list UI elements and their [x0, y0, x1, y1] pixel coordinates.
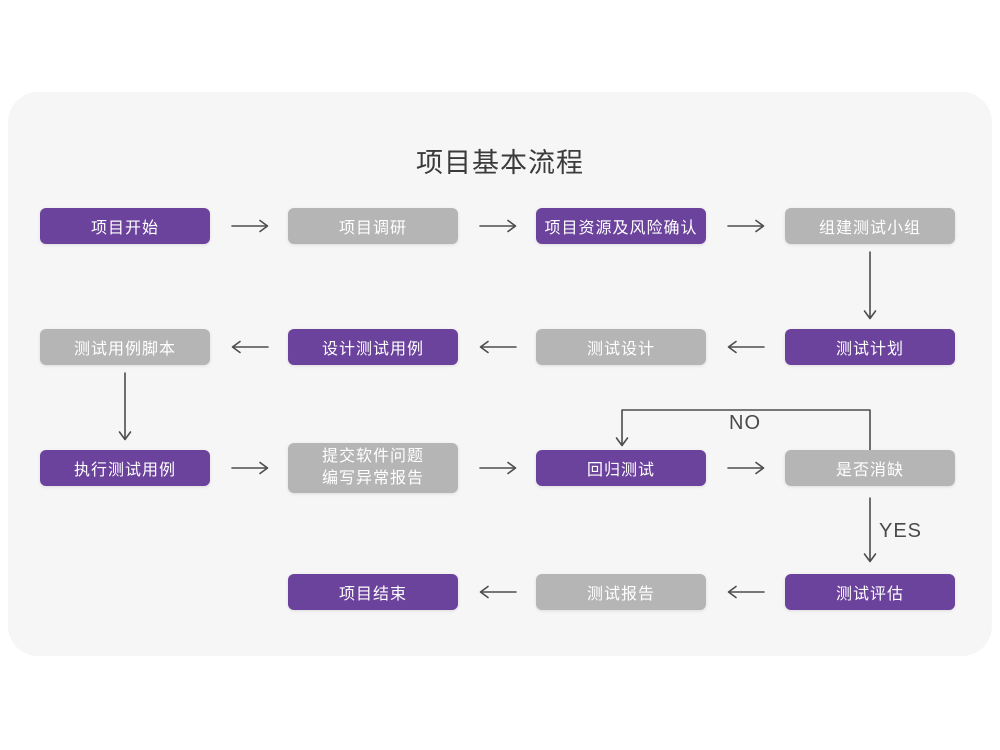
flow-node-project-research: 项目调研	[288, 208, 458, 244]
flow-node-test-case-scripts: 测试用例脚本	[40, 329, 210, 365]
flow-node-test-design: 测试设计	[536, 329, 706, 365]
edge-submit-to-regression	[479, 461, 517, 475]
flowchart-card	[8, 92, 992, 656]
page-title: 项目基本流程	[416, 148, 584, 178]
edge-research-to-resources	[479, 219, 517, 233]
edge-no-loop	[615, 409, 871, 451]
flow-node-test-evaluation: 测试评估	[785, 574, 955, 610]
edge-designcases-to-scripts	[231, 340, 269, 354]
edge-team-to-plan	[863, 251, 877, 320]
edge-report-to-end	[479, 585, 517, 599]
flow-node-test-report: 测试报告	[536, 574, 706, 610]
edge-yes	[863, 497, 877, 563]
edge-plan-to-testdesign	[727, 340, 765, 354]
flow-node-regression-test: 回归测试	[536, 450, 706, 486]
flow-node-execute-test-cases: 执行测试用例	[40, 450, 210, 486]
edge-label-yes: YES	[879, 520, 923, 542]
edge-testdesign-to-designcases	[479, 340, 517, 354]
flow-node-test-plan: 测试计划	[785, 329, 955, 365]
edge-resources-to-team	[727, 219, 765, 233]
edge-start-to-research	[231, 219, 269, 233]
flow-node-project-start: 项目开始	[40, 208, 210, 244]
flow-node-resources-risk-confirm: 项目资源及风险确认	[536, 208, 706, 244]
edge-regression-to-defect	[727, 461, 765, 475]
flow-node-defect-eliminated: 是否消缺	[785, 450, 955, 486]
edge-scripts-to-execute	[118, 372, 132, 441]
flow-node-build-test-team: 组建测试小组	[785, 208, 955, 244]
edge-label-no: NO	[729, 412, 761, 434]
flow-node-submit-issues-report: 提交软件问题 编写异常报告	[288, 443, 458, 493]
edge-evaluation-to-report	[727, 585, 765, 599]
flow-node-design-test-cases: 设计测试用例	[288, 329, 458, 365]
flow-node-project-end: 项目结束	[288, 574, 458, 610]
edge-execute-to-submit	[231, 461, 269, 475]
